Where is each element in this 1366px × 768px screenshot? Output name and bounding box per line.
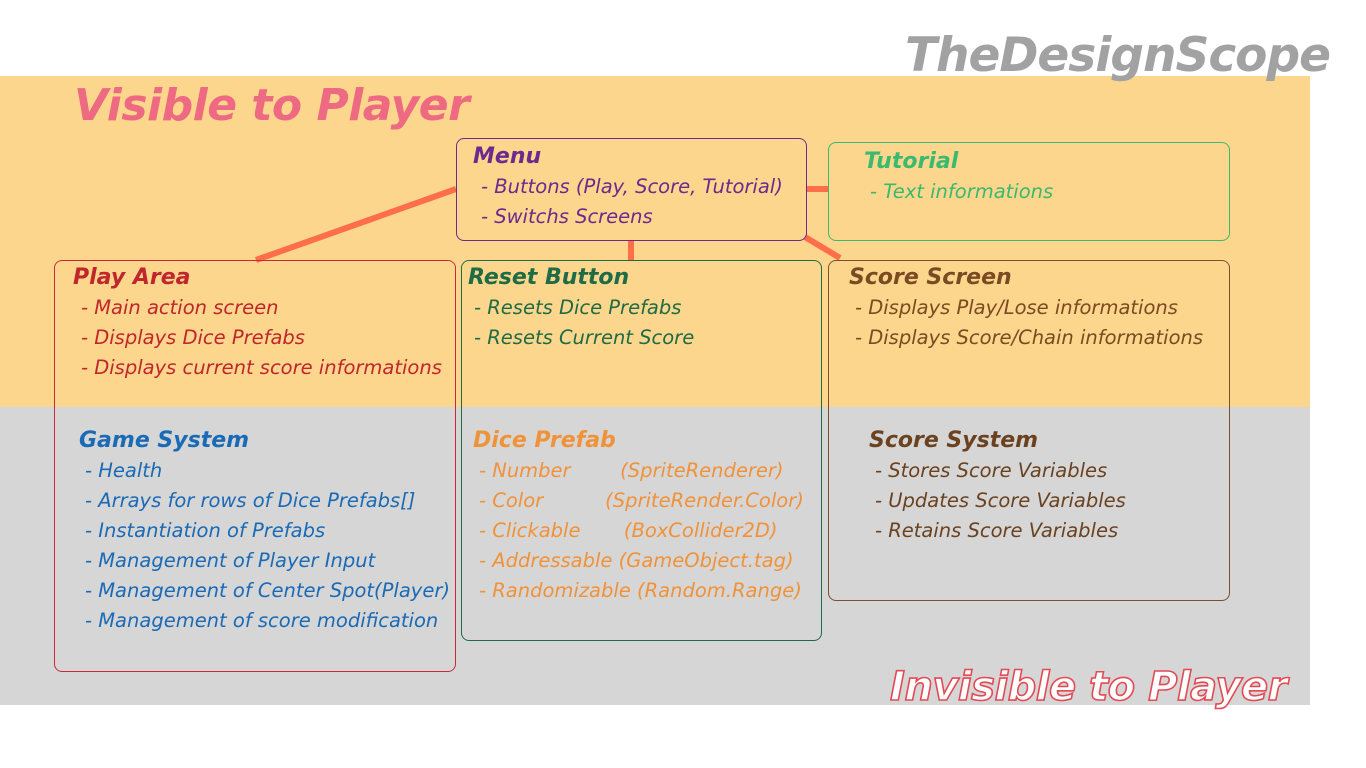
reset-button-item: - Resets Dice Prefabs — [474, 296, 682, 319]
game-system-item: - Instantiation of Prefabs — [85, 519, 326, 542]
play-area-item: - Main action screen — [81, 296, 279, 319]
score-screen-box — [828, 260, 1230, 601]
score-system-node: Score System - Stores Score Variables - … — [869, 426, 1126, 546]
game-system-item: - Arrays for rows of Dice Prefabs[] — [85, 489, 416, 512]
score-screen-item: - Displays Play/Lose informations — [855, 296, 1178, 319]
game-system-node: Game System - Health - Arrays for rows o… — [79, 426, 450, 636]
dice-prefab-item: - Randomizable (Random.Range) — [479, 579, 802, 602]
play-area-item: - Displays Dice Prefabs — [81, 326, 305, 349]
menu-box — [456, 138, 807, 241]
reset-button-item: - Resets Current Score — [474, 326, 695, 349]
watermark: TheDesignScope — [905, 28, 1331, 83]
score-screen-item: - Displays Score/Chain informations — [855, 326, 1204, 349]
dice-prefab-title: Dice Prefab — [473, 428, 616, 453]
score-system-item: - Stores Score Variables — [875, 459, 1108, 482]
menu-item: - Buttons (Play, Score, Tutorial) — [481, 175, 783, 198]
menu-item: - Switchs Screens — [481, 205, 653, 228]
dice-prefab-node: Dice Prefab - Number (SpriteRenderer) - … — [473, 426, 804, 606]
dice-prefab-item: - Number (SpriteRenderer) — [479, 459, 784, 482]
invisible-zone-label: Invisible to Player — [889, 663, 1288, 711]
tutorial-title: Tutorial — [864, 149, 959, 174]
reset-button-title: Reset Button — [468, 265, 630, 290]
dice-prefab-item: - Clickable (BoxCollider2D) — [479, 519, 778, 542]
tutorial-box — [828, 142, 1230, 241]
game-system-item: - Management of Center Spot(Player) — [85, 579, 450, 602]
menu-title: Menu — [473, 144, 542, 169]
play-area-title: Play Area — [73, 265, 191, 290]
connector-menu-playarea — [254, 186, 458, 263]
score-system-title: Score System — [869, 428, 1039, 453]
score-system-item: - Retains Score Variables — [875, 519, 1119, 542]
play-area-node: Play Area - Main action screen - Display… — [73, 263, 442, 383]
play-area-item: - Displays current score informations — [81, 356, 442, 379]
dice-prefab-item: - Addressable (GameObject.tag) — [479, 549, 794, 572]
invisible-zone-band — [0, 407, 1310, 705]
score-system-item: - Updates Score Variables — [875, 489, 1126, 512]
score-screen-node: Score Screen - Displays Play/Lose inform… — [849, 263, 1203, 353]
menu-node: Menu - Buttons (Play, Score, Tutorial) -… — [473, 142, 783, 232]
reset-button-box — [461, 260, 822, 641]
game-system-item: - Management of score modification — [85, 609, 439, 632]
dice-prefab-item: - Color (SpriteRender.Color) — [479, 489, 804, 512]
reset-button-node: Reset Button - Resets Dice Prefabs - Res… — [468, 263, 694, 353]
tutorial-item: - Text informations — [870, 180, 1054, 203]
visible-zone-band — [0, 76, 1310, 407]
play-area-box — [54, 260, 456, 672]
visible-zone-label: Visible to Player — [74, 80, 470, 131]
game-system-item: - Management of Player Input — [85, 549, 376, 572]
game-system-item: - Health — [85, 459, 163, 482]
connector-menu-score — [803, 234, 842, 261]
tutorial-node: Tutorial - Text informations — [864, 147, 1053, 207]
score-screen-title: Score Screen — [849, 265, 1012, 290]
game-system-title: Game System — [79, 428, 250, 453]
